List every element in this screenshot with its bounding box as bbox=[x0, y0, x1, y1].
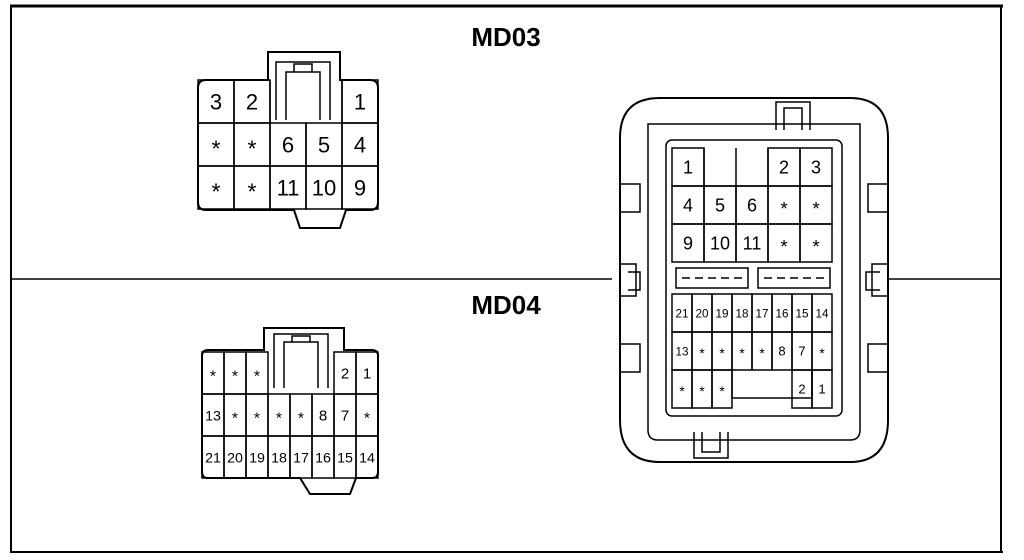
pin-number: 16 bbox=[775, 308, 788, 321]
pin-number: 5 bbox=[318, 132, 330, 157]
md03-latch-cavity bbox=[269, 80, 343, 123]
pin-number: 11 bbox=[277, 175, 300, 200]
pin-number: 3 bbox=[210, 89, 222, 114]
combo-top-tab bbox=[775, 101, 811, 130]
pin-number: 6 bbox=[282, 132, 294, 157]
pin-number: 2 bbox=[341, 365, 349, 382]
md03-title: MD03 bbox=[471, 22, 540, 52]
pin-unused-marker: * bbox=[699, 346, 705, 361]
pin-unused-marker: * bbox=[759, 346, 765, 361]
pin-number: 7 bbox=[341, 407, 349, 424]
pin-number: 2 bbox=[798, 382, 805, 397]
pin-number: 1 bbox=[683, 157, 693, 177]
pin-number: 8 bbox=[778, 344, 785, 359]
pin-unused-marker: * bbox=[780, 237, 788, 258]
combo-inner-shell bbox=[647, 123, 861, 441]
pin-unused-marker: * bbox=[812, 199, 820, 220]
pin-number: 10 bbox=[312, 175, 336, 200]
pin-unused-marker: * bbox=[212, 136, 221, 162]
pin-number: 10 bbox=[710, 233, 730, 253]
combo-left-latch bbox=[620, 263, 641, 297]
pin-number: 17 bbox=[755, 308, 768, 321]
pin-number: 15 bbox=[795, 308, 809, 321]
pin-number: 11 bbox=[743, 233, 762, 253]
pin-unused-marker: * bbox=[232, 368, 238, 385]
pin-number: 19 bbox=[715, 308, 728, 321]
pin-number: 4 bbox=[683, 195, 693, 215]
pin-unused-marker: * bbox=[780, 199, 788, 220]
pin-unused-marker: * bbox=[739, 346, 745, 361]
pin-number: 17 bbox=[293, 450, 309, 466]
combo-left-notches bbox=[620, 183, 641, 373]
pin-number: 21 bbox=[205, 450, 221, 466]
pin-number: 1 bbox=[354, 89, 366, 114]
pin-unused-marker: * bbox=[254, 368, 260, 385]
pin-unused-marker: * bbox=[248, 136, 257, 162]
pin-number: 4 bbox=[354, 132, 366, 157]
pin-number: 20 bbox=[227, 450, 243, 466]
pin-number: 7 bbox=[798, 344, 805, 359]
pin-number: 19 bbox=[249, 450, 265, 466]
pin-unused-marker: * bbox=[210, 368, 216, 385]
combo-lower-cavity bbox=[731, 370, 813, 399]
combo-outer-shell bbox=[619, 97, 889, 463]
pin-number: 14 bbox=[815, 308, 829, 321]
pin-number: 1 bbox=[363, 365, 371, 382]
frame bbox=[10, 4, 1003, 553]
pin-unused-marker: * bbox=[699, 384, 705, 399]
pin-unused-marker: * bbox=[212, 179, 221, 205]
md04-latch bbox=[273, 333, 329, 388]
pin-unused-marker: * bbox=[364, 410, 370, 427]
pin-number: 2 bbox=[246, 89, 258, 114]
pin-number: 9 bbox=[354, 175, 366, 200]
combo-pin-body bbox=[665, 139, 843, 417]
md04-title: MD04 bbox=[471, 290, 541, 320]
combo-right-notches bbox=[867, 183, 888, 373]
pin-number: 13 bbox=[205, 408, 221, 424]
pin-number: 14 bbox=[359, 450, 375, 466]
pin-number: 8 bbox=[319, 407, 327, 424]
combo-divider-left bbox=[675, 267, 749, 289]
combo-divider-right bbox=[757, 267, 831, 289]
pin-number: 20 bbox=[695, 308, 709, 321]
pin-unused-marker: * bbox=[812, 237, 820, 258]
md04-grid-cell bbox=[355, 435, 379, 479]
combo-bottom-tab bbox=[693, 432, 729, 459]
pin-number: 16 bbox=[315, 450, 331, 466]
pin-number: 21 bbox=[675, 308, 688, 321]
pin-number: 5 bbox=[715, 195, 725, 215]
pin-number: 2 bbox=[779, 157, 789, 177]
pin-unused-marker: * bbox=[719, 384, 725, 399]
pin-unused-marker: * bbox=[248, 179, 257, 205]
combo-upper-cavity bbox=[703, 148, 769, 187]
pin-unused-marker: * bbox=[232, 410, 238, 427]
pin-number: 9 bbox=[683, 233, 693, 253]
pin-number: 6 bbox=[747, 195, 757, 215]
md03-latch bbox=[275, 61, 331, 120]
pin-number: 18 bbox=[271, 450, 287, 466]
pin-unused-marker: * bbox=[679, 384, 685, 399]
pin-unused-marker: * bbox=[276, 410, 282, 427]
pin-number: 1 bbox=[818, 382, 825, 397]
pin-number: 18 bbox=[735, 308, 748, 321]
combo-right-latch bbox=[865, 263, 888, 297]
pin-number: 13 bbox=[675, 346, 688, 359]
pin-number: 15 bbox=[337, 450, 353, 466]
pin-unused-marker: * bbox=[298, 410, 304, 427]
md03-grid-cell bbox=[341, 165, 379, 210]
pin-number: 3 bbox=[811, 157, 821, 177]
combo-upper-grid-cell bbox=[799, 223, 833, 263]
pin-unused-marker: * bbox=[254, 410, 260, 427]
pin-unused-marker: * bbox=[719, 346, 725, 361]
pin-unused-marker: * bbox=[819, 346, 825, 361]
